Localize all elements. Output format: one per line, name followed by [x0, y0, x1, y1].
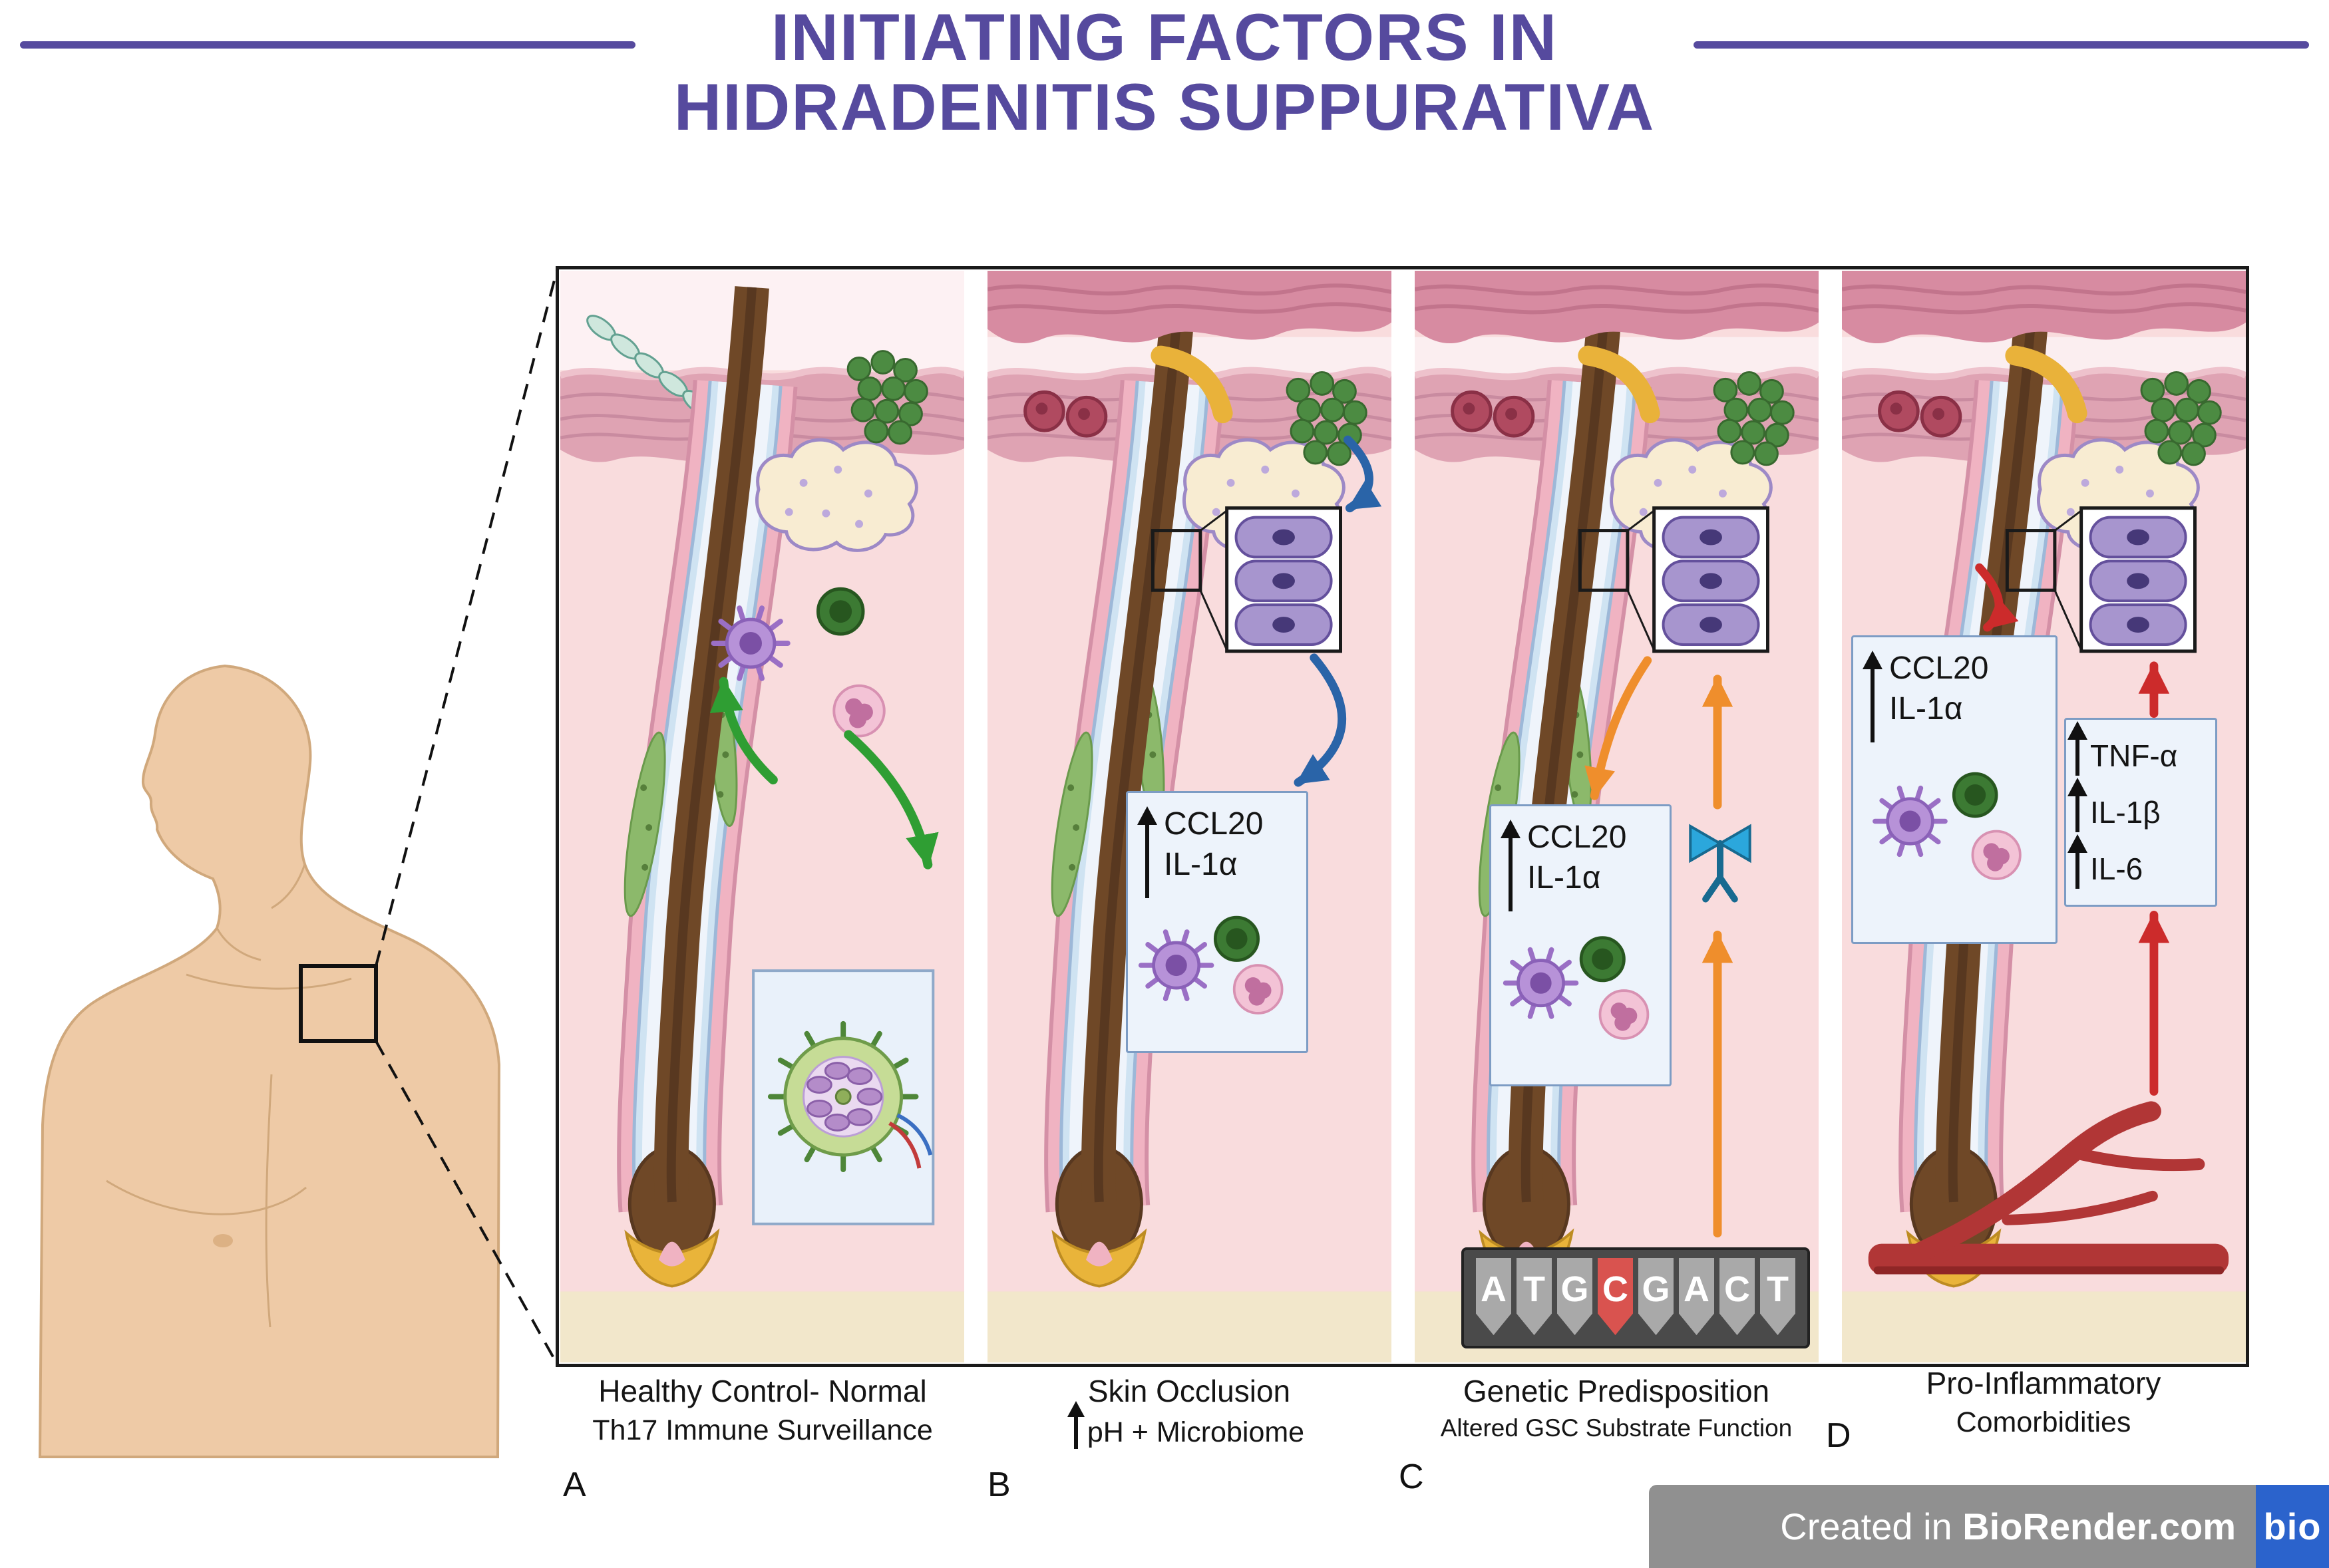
- up-arrow-icon: [1509, 837, 1513, 911]
- up-arrow-icon: [1145, 824, 1149, 898]
- credit-prefix: Created in: [1780, 1505, 1952, 1547]
- up-arrow-icon: [2075, 851, 2079, 889]
- cytokine-label-il1b: IL-1β: [2090, 794, 2161, 830]
- panel-a-healthy-control: [560, 271, 964, 1362]
- dna-base: A: [1476, 1258, 1511, 1335]
- cytokine-label-il1a: IL-1α: [1527, 860, 1601, 896]
- microbiome-to-keratinocyte-arrow: [1343, 435, 1382, 513]
- dna-base-mutated: C: [1598, 1258, 1633, 1335]
- immune-cells: [1137, 901, 1284, 1015]
- nipple: [213, 1234, 233, 1247]
- cytokine-label-tnfa: TNF-α: [2090, 738, 2178, 774]
- title-line-2: HIDRADENITIS SUPPURATIVA: [673, 69, 1656, 144]
- cytokine-text-row: CCL20 IL-1α: [1137, 804, 1301, 898]
- callout-dashed-line-bottom: [375, 1040, 558, 1364]
- tnf-row: TNF-α: [2071, 736, 2210, 776]
- surveillance-arrow-up: [709, 677, 778, 785]
- cytokine-box-d: CCL20 IL-1α: [1851, 635, 2058, 944]
- human-torso-figure: [38, 664, 501, 1458]
- cytokine-label-ccl20: CCL20: [1527, 820, 1627, 855]
- tnf-row: IL-1β: [2071, 792, 2210, 832]
- dna-base: A: [1679, 1258, 1714, 1335]
- caption-d: Pro-Inflammatory Comorbidities: [1831, 1365, 2256, 1439]
- up-arrow-icon: [2075, 794, 2079, 832]
- panel-d-proinflammatory-comorbidities: CCL20 IL-1α TNF-α IL-1β: [1842, 271, 2246, 1362]
- cytokine-label-ccl20: CCL20: [1164, 806, 1264, 842]
- immune-cells: [1501, 914, 1650, 1040]
- skin-target-square: [299, 964, 378, 1043]
- biorender-credit: Created in BioRender.com: [1649, 1505, 2256, 1548]
- biorender-badge: Created in BioRender.com bio: [1649, 1485, 2329, 1568]
- cytokine-text-row: CCL20 IL-1α: [1501, 817, 1664, 911]
- caption-a-line1: Healthy Control- Normal: [598, 1374, 927, 1408]
- surveillance-arrow-down: [844, 730, 939, 869]
- panel-letter-b: B: [987, 1466, 1011, 1504]
- cytokine-label-il6: IL-6: [2090, 851, 2143, 886]
- panel-letter-d: D: [1826, 1416, 1851, 1455]
- title-rule-left: [20, 41, 635, 49]
- panel-b-skin-occlusion: CCL20 IL-1α: [987, 271, 1391, 1362]
- panel-c-genetic-predisposition: CCL20 IL-1α A T G C G A C T: [1415, 271, 1819, 1362]
- tnf-row: IL-6: [2071, 849, 2210, 889]
- caption-c-line2: Altered GSC Substrate Function: [1440, 1414, 1793, 1442]
- caption-d-line2: Comorbidities: [1956, 1406, 2131, 1438]
- dna-base: T: [1760, 1258, 1795, 1335]
- dna-sequence-band: A T G C G A C T: [1461, 1247, 1810, 1348]
- dna-base: C: [1719, 1258, 1755, 1335]
- t-cell: [818, 589, 863, 634]
- caption-b: Skin Occlusion pH + Microbiome: [976, 1373, 1402, 1449]
- caption-b-line2: pH + Microbiome: [1087, 1416, 1305, 1448]
- title-rule-right: [1694, 41, 2309, 49]
- panel-b-illustration: [987, 271, 1391, 1362]
- panel-a-illustration: [560, 271, 964, 1362]
- figure-title: INITIATING FACTORS IN HIDRADENITIS SUPPU…: [0, 0, 2329, 144]
- cytokine-text-row: CCL20 IL-1α: [1863, 648, 2050, 742]
- tnf-cytokine-box: TNF-α IL-1β IL-6: [2064, 718, 2217, 907]
- panel-d-illustration: [1842, 271, 2246, 1362]
- panel-c-illustration: [1415, 271, 1819, 1362]
- cytokine-label-il1a: IL-1α: [1164, 847, 1238, 883]
- credit-brand: BioRender.com: [1962, 1505, 2236, 1547]
- panel-letter-c: C: [1399, 1458, 1424, 1496]
- cytokine-label-ccl20: CCL20: [1889, 651, 1989, 686]
- caption-c-line1: Genetic Predisposition: [1463, 1374, 1770, 1408]
- caption-a: Healthy Control- Normal Th17 Immune Surv…: [550, 1373, 976, 1447]
- keratinocyte-to-cytokine-arrow: [1294, 653, 1347, 787]
- cytokine-box-c: CCL20 IL-1α: [1489, 804, 1672, 1086]
- dna-base: T: [1517, 1258, 1552, 1335]
- dna-base: G: [1557, 1258, 1592, 1335]
- diagram-box: CCL20 IL-1α: [556, 266, 2249, 1367]
- up-arrow-icon: [1073, 1414, 1078, 1449]
- panel-letter-a: A: [563, 1466, 586, 1504]
- dna-base: G: [1638, 1258, 1674, 1335]
- cytokine-label-il1a: IL-1α: [1889, 691, 1963, 727]
- caption-d-line1: Pro-Inflammatory: [1926, 1366, 2161, 1400]
- keratinocyte-to-cytokine-arrow: [1584, 656, 1652, 800]
- caption-b-line1: Skin Occlusion: [1087, 1374, 1291, 1408]
- callout-dashed-line-top: [375, 269, 558, 967]
- neutrophil-cell: [832, 684, 886, 738]
- biorender-logo: bio: [2256, 1485, 2329, 1568]
- caption-a-line2: Th17 Immune Surveillance: [592, 1414, 933, 1446]
- cytokine-box-b: CCL20 IL-1α: [1126, 791, 1308, 1053]
- title-line-1: INITIATING FACTORS IN: [771, 0, 1558, 74]
- immune-cells: [1863, 745, 2022, 880]
- up-arrow-icon: [1871, 668, 1875, 742]
- follicle-to-cytokine-arrow: [1975, 563, 2019, 632]
- caption-c: Genetic Predisposition Altered GSC Subst…: [1403, 1373, 1829, 1442]
- up-arrow-icon: [2075, 738, 2079, 776]
